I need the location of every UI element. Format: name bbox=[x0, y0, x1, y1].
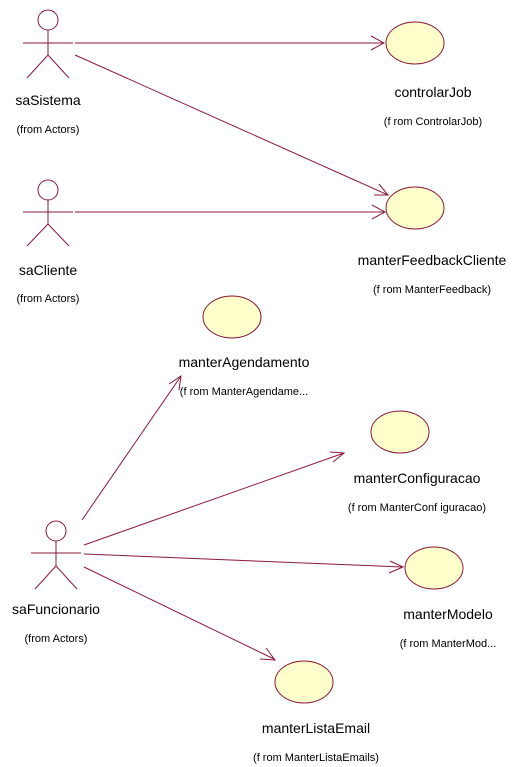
usecase-package: (f rom ManterAgendame... bbox=[180, 386, 308, 398]
usecase-ellipse bbox=[274, 660, 334, 704]
usecase-package: (f rom ManterListaEmails) bbox=[253, 752, 379, 764]
actor-package: (from Actors) bbox=[17, 293, 80, 305]
usecase-ellipse bbox=[385, 21, 445, 65]
usecase-controlarjob[interactable]: controlarJob (f rom ControlarJob) bbox=[384, 21, 482, 128]
usecase-manterfeedbackcliente[interactable]: manterFeedbackCliente (f rom ManterFeedb… bbox=[358, 186, 507, 296]
stick-figure-icon bbox=[31, 520, 81, 590]
association-safuncionario-manterconfiguracao[interactable] bbox=[83, 451, 346, 546]
usecase-ellipse bbox=[202, 295, 262, 339]
usecase-name: manterModelo bbox=[403, 606, 493, 622]
association-safuncionario-manterlistaemail[interactable] bbox=[83, 566, 277, 661]
usecase-manterconfiguracao[interactable]: manterConfiguracao (f rom ManterConf igu… bbox=[348, 410, 486, 514]
usecase-package: (f rom ManterFeedback) bbox=[373, 284, 491, 296]
usecase-ellipse bbox=[370, 410, 430, 454]
actor-sacliente[interactable]: saCliente (from Actors) bbox=[17, 179, 80, 305]
actor-package: (from Actors) bbox=[17, 124, 80, 136]
association-sasistema-manterfeedbackcliente[interactable] bbox=[74, 54, 390, 196]
usecase-package: (f rom ManterConf iguracao) bbox=[348, 502, 486, 514]
usecase-name: manterFeedbackCliente bbox=[358, 252, 507, 268]
usecase-mantermodelo[interactable]: manterModelo (f rom ManterMod... bbox=[400, 546, 497, 650]
association-safuncionario-manteragendamento[interactable] bbox=[81, 374, 182, 521]
usecase-name: controlarJob bbox=[394, 84, 471, 100]
usecase-ellipse bbox=[385, 186, 445, 230]
association-sacliente-manterfeedbackcliente[interactable] bbox=[75, 204, 387, 220]
usecase-package: (f rom ManterMod... bbox=[400, 638, 497, 650]
usecase-name: manterListaEmail bbox=[262, 720, 370, 736]
usecase-package: (f rom ControlarJob) bbox=[384, 116, 482, 128]
actor-name: saSistema bbox=[15, 92, 81, 108]
actor-name: saFuncionario bbox=[12, 601, 100, 617]
stick-figure-icon bbox=[23, 9, 73, 79]
actor-sasistema[interactable]: saSistema (from Actors) bbox=[15, 9, 81, 136]
usecase-manterlistaemail[interactable]: manterListaEmail (f rom ManterListaEmail… bbox=[253, 660, 379, 764]
usecase-name: manterAgendamento bbox=[179, 354, 310, 370]
usecase-ellipse bbox=[404, 546, 464, 590]
usecase-manteragendamento[interactable]: manterAgendamento (f rom ManterAgendame.… bbox=[179, 295, 310, 398]
actor-package: (from Actors) bbox=[25, 633, 88, 645]
stick-figure-icon bbox=[23, 179, 73, 247]
association-safuncionario-mantermodelo[interactable] bbox=[83, 553, 405, 574]
actor-safuncionario[interactable]: saFuncionario (from Actors) bbox=[12, 520, 100, 645]
association-sasistema-controlarjob[interactable] bbox=[75, 35, 386, 51]
usecase-name: manterConfiguracao bbox=[354, 470, 481, 486]
actor-name: saCliente bbox=[19, 262, 78, 278]
